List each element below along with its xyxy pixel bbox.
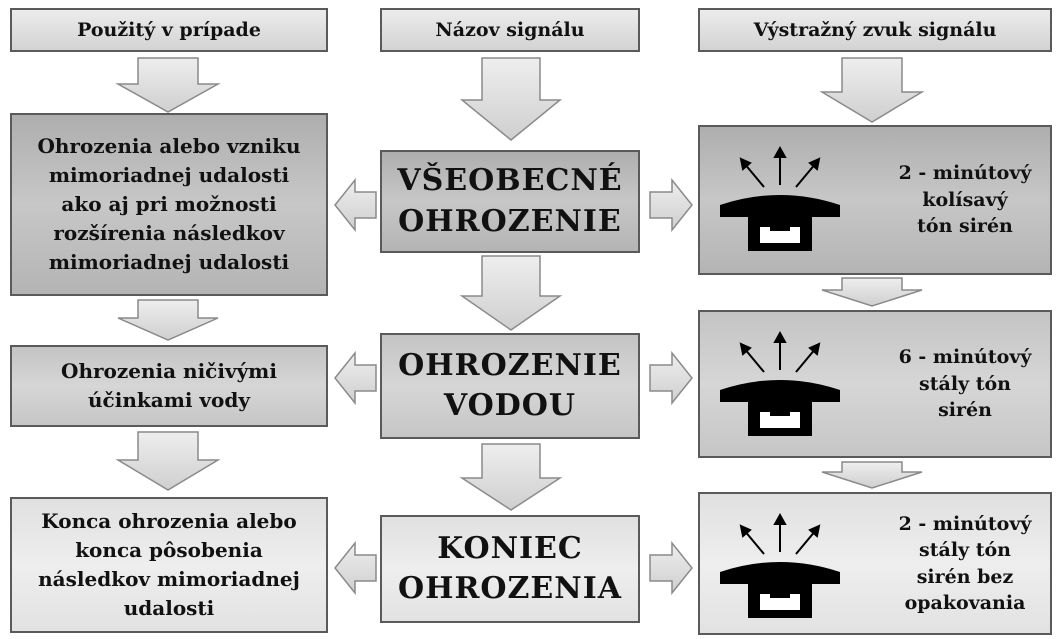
use-line: rozšírenia následkov bbox=[53, 221, 285, 245]
signal-line: VŠEOBECNÉ bbox=[397, 163, 623, 198]
block-arrow-icon bbox=[821, 461, 923, 489]
header-used-in-case: Použitý v prípade bbox=[10, 8, 328, 52]
sound-wave-arrows-icon bbox=[739, 512, 821, 555]
signal-line: OHROZENIE bbox=[398, 347, 622, 383]
signal-threat-end: KONIEC OHROZENIA bbox=[380, 515, 640, 623]
header-warning-sound: Výstražný zvuk signálu bbox=[698, 8, 1052, 52]
sound-line: stály tón bbox=[919, 372, 1011, 395]
use-line: účinkami vody bbox=[88, 388, 250, 412]
block-arrow-icon bbox=[334, 177, 377, 233]
use-line: Ohrozenia ničivými bbox=[61, 359, 277, 383]
use-line: ako aj pri možnosti bbox=[61, 192, 277, 216]
block-arrow-icon bbox=[649, 177, 693, 233]
header-label: Názov signálu bbox=[435, 19, 585, 41]
use-case-water-threat: Ohrozenia ničivými účinkami vody bbox=[10, 345, 328, 427]
signal-line: KONIEC bbox=[437, 530, 583, 566]
use-line: mimoriadnej udalosti bbox=[48, 250, 290, 274]
block-arrow-icon bbox=[117, 299, 219, 341]
signal-line: OHROZENIA bbox=[397, 571, 623, 606]
sound-line: kolísavý bbox=[922, 188, 1008, 211]
sound-panel-general-threat: 2 - minútový kolísavý tón sirén bbox=[698, 125, 1052, 275]
sound-panel-threat-end: 2 - minútový stály tón sirén bez opakova… bbox=[698, 492, 1052, 635]
block-arrow-icon bbox=[649, 540, 693, 596]
sound-line: 2 - minútový bbox=[898, 162, 1032, 185]
block-arrow-icon bbox=[115, 431, 221, 491]
sound-line: stály tón bbox=[919, 538, 1011, 561]
header-signal-name: Názov signálu bbox=[380, 8, 640, 52]
block-arrow-icon bbox=[649, 350, 693, 406]
block-arrow-icon bbox=[334, 540, 377, 596]
sound-description: 2 - minútový kolísavý tón sirén bbox=[890, 160, 1040, 240]
sound-wave-arrows-icon bbox=[739, 145, 821, 188]
sound-line: tón sirén bbox=[917, 215, 1013, 238]
block-arrow-icon bbox=[334, 350, 377, 406]
sound-line: 2 - minútový bbox=[898, 512, 1032, 535]
use-line: mimoriadnej udalosti bbox=[48, 163, 290, 187]
signal-line: OHROZENIE bbox=[398, 203, 622, 239]
use-case-general-threat: Ohrozenia alebo vzniku mimoriadnej udalo… bbox=[10, 113, 328, 296]
sound-panel-water-threat: 6 - minútový stály tón sirén bbox=[698, 310, 1052, 458]
use-line: udalosti bbox=[123, 596, 215, 620]
signal-water-threat: OHROZENIE VODOU bbox=[380, 333, 640, 439]
header-label: Výstražný zvuk signálu bbox=[753, 19, 997, 41]
block-arrow-icon bbox=[459, 443, 563, 511]
use-line: následkov mimoriadnej bbox=[38, 567, 300, 591]
siren-icon bbox=[720, 512, 840, 618]
signal-general-threat: VŠEOBECNÉ OHROZENIE bbox=[380, 150, 640, 253]
use-line: konca pôsobenia bbox=[75, 538, 263, 562]
sound-line: sirén bbox=[938, 399, 992, 422]
sound-description: 6 - minútový stály tón sirén bbox=[890, 344, 1040, 424]
sound-line: sirén bez bbox=[916, 565, 1014, 588]
block-arrow-icon bbox=[821, 277, 923, 307]
sound-line: 6 - minútový bbox=[898, 346, 1032, 369]
sound-wave-arrows-icon bbox=[739, 330, 821, 373]
use-line: Ohrozenia alebo vzniku bbox=[37, 134, 301, 158]
use-case-threat-end: Konca ohrozenia alebo konca pôsobenia ná… bbox=[10, 497, 328, 633]
block-arrow-icon bbox=[819, 57, 925, 123]
siren-icon bbox=[720, 330, 840, 436]
header-label: Použitý v prípade bbox=[77, 19, 261, 41]
siren-icon bbox=[720, 145, 840, 251]
block-arrow-icon bbox=[115, 57, 221, 113]
use-line: Konca ohrozenia alebo bbox=[41, 509, 297, 533]
sound-line: opakovania bbox=[904, 592, 1026, 615]
block-arrow-icon bbox=[459, 255, 563, 331]
block-arrow-icon bbox=[459, 57, 563, 141]
sound-description: 2 - minútový stály tón sirén bez opakova… bbox=[890, 510, 1040, 616]
signal-line: VODOU bbox=[443, 388, 577, 423]
